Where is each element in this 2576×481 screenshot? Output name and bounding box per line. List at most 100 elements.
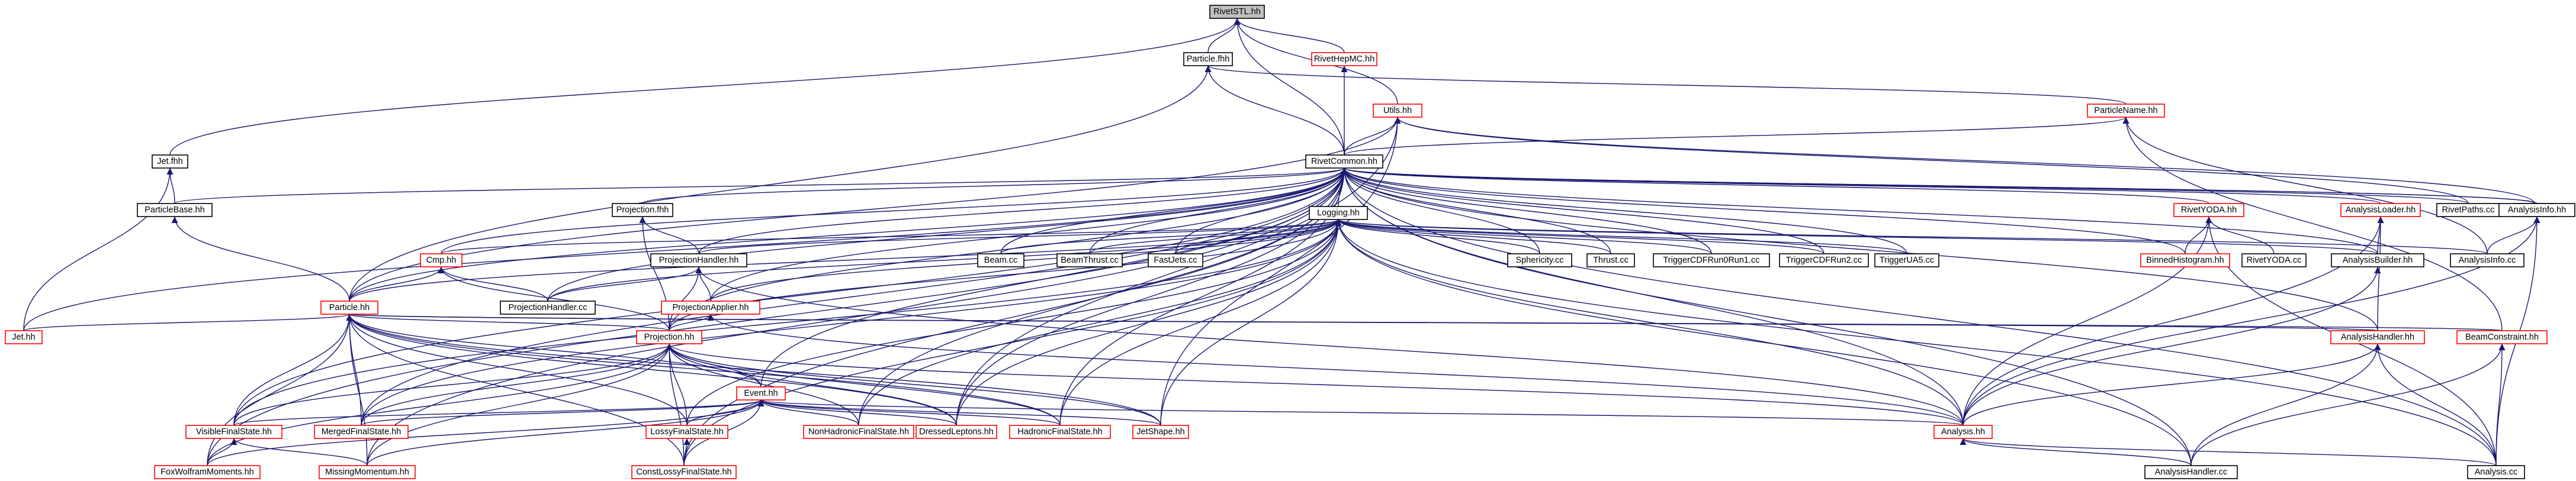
edge-utilscc-to-utils bbox=[1394, 117, 2535, 204]
node-analysisbuilder[interactable]: AnalysisBuilder.hh bbox=[2331, 253, 2424, 267]
edge-mergedfs-to-rivetcommon bbox=[361, 167, 1348, 426]
node-label: Event.hh bbox=[744, 389, 778, 398]
node-analysisinfohh[interactable]: AnalysisInfo.hh bbox=[2498, 203, 2575, 217]
node-box bbox=[314, 425, 409, 439]
node-fastjetscc[interactable]: FastJets.cc bbox=[1148, 253, 1203, 267]
node-cmp[interactable]: Cmp.hh bbox=[420, 253, 462, 267]
node-box bbox=[1009, 425, 1111, 439]
node-foxwolfram[interactable]: FoxWolframMoments.hh bbox=[154, 465, 261, 479]
node-trigrun2[interactable]: TriggerCDFRun2.cc bbox=[1779, 253, 1869, 267]
node-box bbox=[2144, 465, 2238, 479]
edge-constlossyfs-to-projectionhh bbox=[666, 343, 685, 466]
node-projectionhh[interactable]: Projection.hh bbox=[636, 330, 702, 344]
node-dressedleptons[interactable]: DressedLeptons.hh bbox=[916, 425, 997, 439]
edge-visiblefs-to-particlehh bbox=[233, 314, 353, 426]
node-beamconstraint[interactable]: BeamConstraint.hh bbox=[2456, 330, 2548, 344]
node-logging[interactable]: Logging.hh bbox=[1309, 206, 1368, 220]
node-jetfhh[interactable]: Jet.fhh bbox=[152, 154, 188, 169]
node-analysisinfocc[interactable]: AnalysisInfo.cc bbox=[2450, 253, 2524, 267]
edge-rivetyoda-to-rivetcommon bbox=[1341, 167, 2209, 204]
node-constlossyfs[interactable]: ConstLossyFinalState.hh bbox=[631, 465, 737, 479]
node-jetshape[interactable]: JetShape.hh bbox=[1132, 425, 1189, 439]
edge-dressedleptons-to-projectionhh bbox=[666, 343, 957, 426]
node-label: Analysis.hh bbox=[1941, 427, 1985, 437]
node-rivetyoda[interactable]: RivetYODA.hh bbox=[2173, 203, 2244, 217]
node-projectionfhh[interactable]: Projection.fhh bbox=[612, 203, 673, 217]
edge-projectionfhh-to-rivetcommon bbox=[642, 167, 1348, 204]
edge-particlebase-to-rivetcommon bbox=[174, 167, 1347, 204]
node-sphericitycc[interactable]: Sphericity.cc bbox=[1507, 253, 1572, 267]
node-particlebase[interactable]: ParticleBase.hh bbox=[137, 203, 213, 217]
node-box bbox=[2241, 253, 2307, 267]
node-rivetyodacc[interactable]: RivetYODA.cc bbox=[2241, 253, 2307, 267]
node-box bbox=[185, 425, 282, 439]
edge-dressedleptons-to-eventhh bbox=[757, 399, 957, 426]
node-label: FoxWolframMoments.hh bbox=[160, 467, 254, 477]
edge-nonhadronicfs-to-logging bbox=[858, 219, 1342, 426]
node-lossyfs[interactable]: LossyFinalState.hh bbox=[645, 425, 728, 439]
node-box bbox=[137, 203, 213, 217]
edge-jetfhh-to-rivetstl bbox=[169, 18, 1241, 156]
edge-projectionhandlercc-to-projectionhandlerhh bbox=[547, 266, 702, 302]
node-projectionhandlerhh[interactable]: ProjectionHandler.hh bbox=[650, 253, 747, 267]
node-analysishandlerhh[interactable]: AnalysisHandler.hh bbox=[2330, 330, 2425, 344]
node-label: LossyFinalState.hh bbox=[650, 427, 723, 437]
node-beamthrustcc[interactable]: BeamThrust.cc bbox=[1056, 253, 1123, 267]
node-label: Thrust.cc bbox=[1593, 256, 1629, 265]
node-box bbox=[2498, 203, 2575, 217]
edge-triggerua5-to-logging bbox=[1335, 219, 1907, 254]
node-label: Beam.cc bbox=[984, 256, 1017, 265]
edge-analysiscc-to-rivetcommon bbox=[1341, 167, 2497, 466]
edge-triggerua5-to-rivetcommon bbox=[1341, 167, 1907, 254]
node-box bbox=[1148, 253, 1203, 267]
node-thrustcc[interactable]: Thrust.cc bbox=[1586, 253, 1635, 267]
edge-beamconstraint-to-particlehh bbox=[348, 314, 2503, 331]
node-analysishandlercc[interactable]: AnalysisHandler.cc bbox=[2144, 465, 2238, 479]
node-beamcc[interactable]: Beam.cc bbox=[977, 253, 1024, 267]
node-jethh[interactable]: Jet.hh bbox=[5, 330, 43, 344]
edge-rivetyodacc-to-rivetyoda bbox=[2205, 216, 2275, 254]
node-eventhh[interactable]: Event.hh bbox=[736, 386, 786, 401]
node-projectionapplier[interactable]: ProjectionApplier.hh bbox=[661, 301, 760, 315]
node-utils[interactable]: Utils.hh bbox=[1373, 104, 1422, 118]
node-label: AnalysisHandler.cc bbox=[2155, 467, 2228, 477]
node-nonhadronicfs[interactable]: NonHadronicFinalState.hh bbox=[803, 425, 914, 439]
node-rivetcommon[interactable]: RivetCommon.hh bbox=[1305, 154, 1383, 169]
node-label: NonHadronicFinalState.hh bbox=[808, 427, 909, 437]
edge-particlehh-to-utils bbox=[349, 117, 1401, 302]
node-label: ParticleName.hh bbox=[2094, 106, 2157, 115]
node-analysisloader[interactable]: AnalysisLoader.hh bbox=[2340, 203, 2421, 217]
edge-missingmomentum-to-particlehh bbox=[346, 314, 368, 466]
node-particlefhh[interactable]: Particle.fhh bbox=[1183, 52, 1233, 66]
edge-hadronicfs-to-logging bbox=[1059, 219, 1342, 426]
node-particlename[interactable]: ParticleName.hh bbox=[2087, 104, 2165, 118]
edge-analysishandlercc-to-analysishandlerhh bbox=[2190, 343, 2381, 466]
edge-cmp-to-rivetcommon bbox=[441, 167, 1348, 254]
node-binnedhisto[interactable]: BinnedHistogram.hh bbox=[2140, 253, 2230, 267]
node-label: Projection.fhh bbox=[616, 205, 669, 215]
node-missingmomentum[interactable]: MissingMomentum.hh bbox=[319, 465, 416, 479]
edge-analysishh-to-analysishandlerhh bbox=[1962, 343, 2381, 426]
node-trigrun1[interactable]: TriggerCDFRun0Run1.cc bbox=[1653, 253, 1770, 267]
edge-rivetcommon-to-particlename bbox=[1344, 117, 2129, 156]
node-label: HadronicFinalState.hh bbox=[1017, 427, 1102, 437]
node-box bbox=[1132, 425, 1189, 439]
edge-analysisinfohh-to-rivetcommon bbox=[1341, 167, 2538, 204]
edge-trigrun2-to-logging bbox=[1335, 219, 1825, 254]
node-analysishh[interactable]: Analysis.hh bbox=[1933, 425, 1993, 439]
node-label: AnalysisInfo.hh bbox=[2508, 205, 2566, 215]
edge-missingmomentum-to-eventhh bbox=[367, 399, 765, 466]
node-rivetpaths[interactable]: RivetPaths.cc bbox=[2436, 203, 2500, 217]
node-particlehh[interactable]: Particle.hh bbox=[320, 301, 378, 315]
node-visiblefs[interactable]: VisibleFinalState.hh bbox=[185, 425, 282, 439]
edge-dressedleptons-to-particlehh bbox=[346, 314, 957, 426]
node-rivethepmc[interactable]: RivetHepMC.hh bbox=[1311, 52, 1377, 66]
edge-analysishh-to-eventhh bbox=[758, 399, 1964, 426]
node-mergedfs[interactable]: MergedFinalState.hh bbox=[314, 425, 409, 439]
node-projectionhandlercc[interactable]: ProjectionHandler.cc bbox=[500, 301, 596, 315]
node-hadronicfs[interactable]: HadronicFinalState.hh bbox=[1009, 425, 1111, 439]
edge-analysishandlercc-to-logging bbox=[1335, 219, 2192, 466]
node-triggerua5[interactable]: TriggerUA5.cc bbox=[1874, 253, 1939, 267]
node-analysiscc[interactable]: Analysis.cc bbox=[2467, 465, 2525, 479]
